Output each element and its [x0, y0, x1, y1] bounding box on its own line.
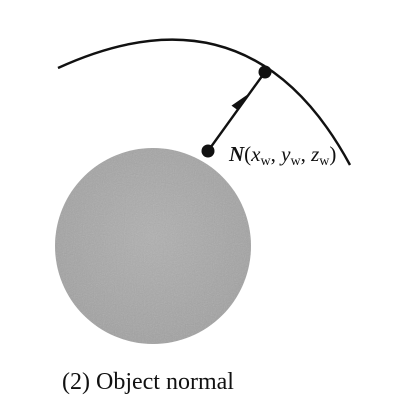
- normal-close-paren: ): [329, 142, 336, 166]
- normal-comma-1: ,: [271, 142, 282, 166]
- outer-surface-arc: [57, 38, 352, 166]
- normal-comma-2: ,: [301, 142, 312, 166]
- normal-symbol: N: [228, 142, 245, 166]
- normal-x: x: [250, 142, 261, 166]
- sphere-surface-point: [201, 144, 215, 158]
- normal-label: N(xw, yw, zw): [228, 142, 336, 169]
- outer-surface-point: [258, 65, 272, 79]
- object-sphere: [55, 148, 251, 344]
- normal-arrowhead-icon: [231, 94, 248, 111]
- normal-x-subscript: w: [261, 154, 272, 169]
- normal-y: y: [279, 142, 291, 166]
- figure-caption: (2) Object normal: [62, 369, 234, 395]
- normal-z: z: [310, 142, 319, 166]
- normal-open-paren: (: [244, 142, 251, 166]
- normal-vector-line: [207, 71, 266, 152]
- normal-y-subscript: w: [290, 154, 301, 169]
- normal-z-subscript: w: [319, 154, 330, 169]
